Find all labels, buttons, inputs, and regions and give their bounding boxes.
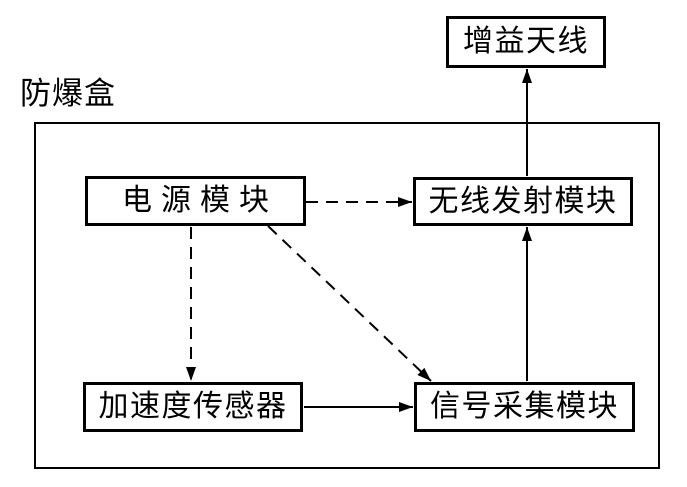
edge-power-to-signal-dashed xyxy=(267,225,432,382)
node-wireless-tx-module: 无线发射模块 xyxy=(413,177,633,226)
node-signal-acq-module: 信号采集模块 xyxy=(414,382,635,432)
enclosure-box xyxy=(34,122,660,469)
node-gain-antenna: 增益天线 xyxy=(446,16,606,68)
enclosure-label: 防爆盒 xyxy=(20,76,116,112)
node-power-module: 电源模块 xyxy=(85,176,306,226)
node-accel-sensor: 加速度传感器 xyxy=(83,382,303,432)
